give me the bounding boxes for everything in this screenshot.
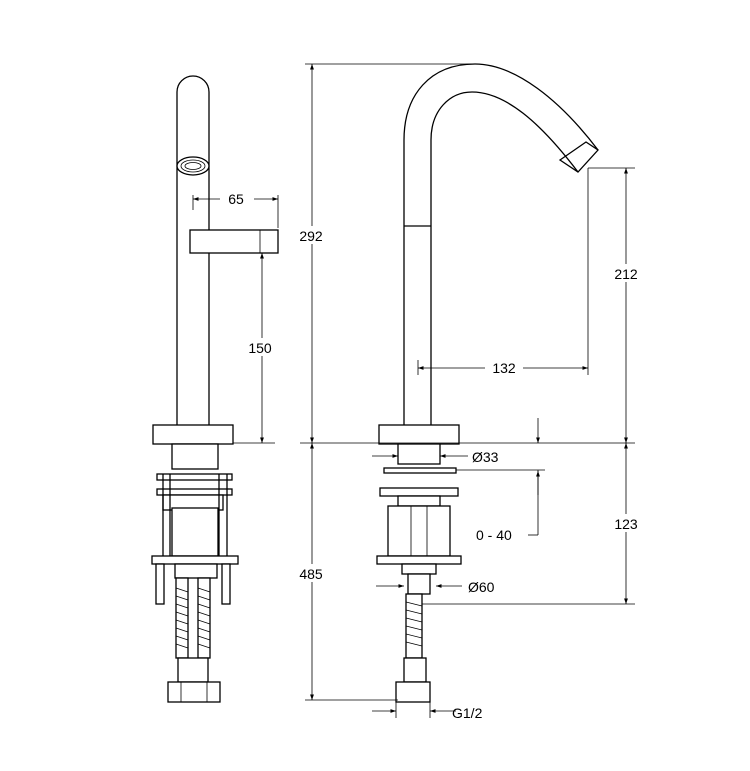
- dimension-handle-length: 65: [192, 189, 279, 228]
- dim-handle-height-label: 150: [248, 340, 272, 356]
- dim-handle-length-label: 65: [228, 191, 244, 207]
- dimension-outlet-height: 212: [588, 167, 646, 443]
- dimension-flange-diameter: Ø60: [376, 579, 495, 595]
- base-flange-front: [378, 424, 460, 445]
- dim-deck-thickness-label: 0 - 40: [476, 527, 512, 543]
- dim-body-diameter-label: Ø33: [472, 449, 499, 465]
- dim-outlet-height-label: 212: [614, 266, 638, 282]
- aerator-icon: [176, 156, 210, 176]
- underdeck-body-side: [171, 443, 219, 470]
- dim-connection-thread-label: G1/2: [452, 705, 483, 721]
- base-flange-side: [152, 424, 234, 445]
- dim-flange-diameter-label: Ø60: [468, 579, 495, 595]
- dim-total-height-label: 292: [299, 228, 323, 244]
- dimension-deck-thickness: 0 - 40: [456, 418, 545, 543]
- underdeck-body-front: [387, 505, 451, 557]
- dimension-body-diameter: Ø33: [372, 449, 499, 465]
- dim-underdeck-length-label: 485: [299, 566, 323, 582]
- spout-tip: [558, 141, 599, 173]
- dim-reach-label: 132: [492, 360, 516, 376]
- supply-hoses-side: [167, 577, 221, 703]
- dimension-reach: 132: [417, 168, 589, 376]
- side-view-tube: [176, 75, 210, 425]
- dimension-underdeck-length: 485: [292, 443, 398, 701]
- front-view: [376, 63, 599, 703]
- dimension-handle-height: 150: [233, 253, 278, 444]
- side-view: [151, 75, 279, 703]
- handle-lever: [189, 229, 279, 254]
- dimension-connection-thread: G1/2: [372, 702, 483, 721]
- mounting-bracket-side: [151, 473, 239, 605]
- dim-shank-length-label: 123: [614, 516, 638, 532]
- dimension-shank-length: 123: [422, 443, 646, 605]
- dimension-total-height: 292: [292, 63, 475, 443]
